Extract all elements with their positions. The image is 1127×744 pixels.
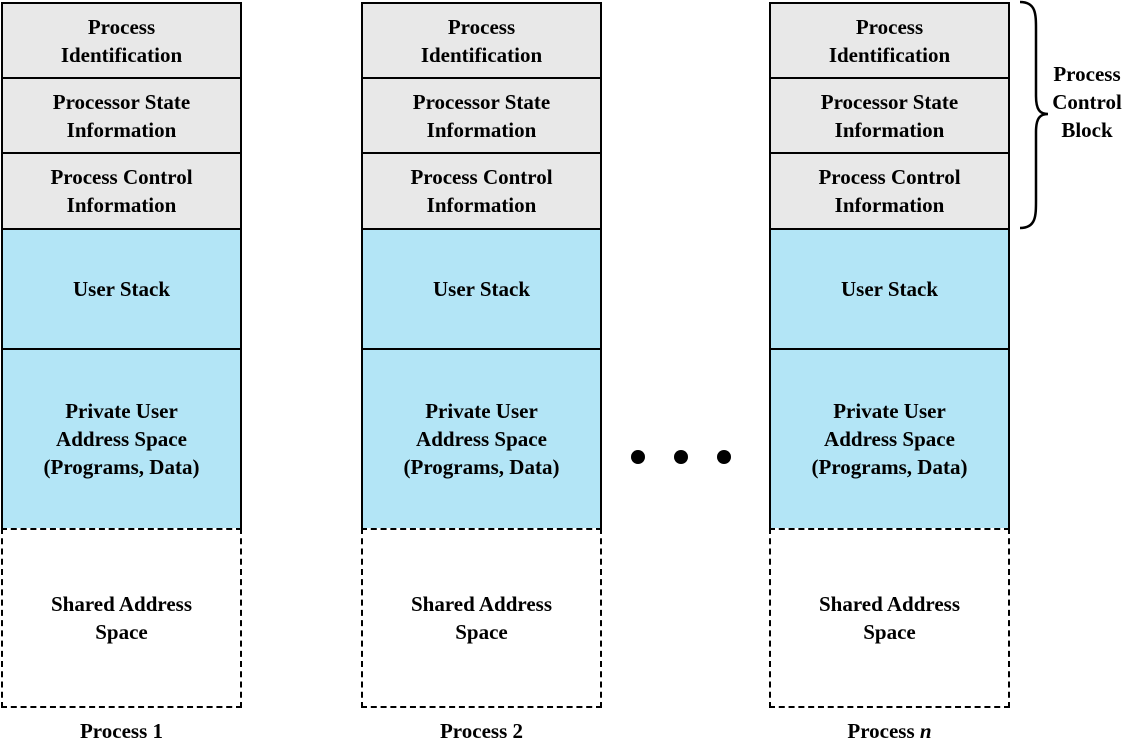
shared-address-space-block: Shared Address Space (1, 528, 242, 708)
process-identification-block: Process Identification (361, 2, 602, 79)
pcb-curly-brace (1019, 0, 1049, 230)
shared-address-space-block: Shared Address Space (769, 528, 1010, 708)
user-stack-block: User Stack (1, 228, 242, 350)
process-n-label: Process n (847, 719, 932, 743)
user-stack-block: User Stack (769, 228, 1010, 350)
process-control-info-block: Process Control Information (769, 152, 1010, 230)
ellipsis-dots (620, 446, 740, 468)
process-control-info-block: Process Control Information (361, 152, 602, 230)
user-stack-block: User Stack (361, 228, 602, 350)
ellipsis-dot (717, 450, 731, 464)
pcb-brace-label: Process Control Block (1052, 62, 1122, 142)
ellipsis-dot (674, 450, 688, 464)
private-address-space-block: Private User Address Space (Programs, Da… (769, 348, 1010, 530)
ellipsis-dot (631, 450, 645, 464)
processor-state-block: Processor State Information (769, 77, 1010, 154)
private-address-space-block: Private User Address Space (Programs, Da… (1, 348, 242, 530)
process-control-info-block: Process Control Information (1, 152, 242, 230)
process-identification-block: Process Identification (1, 2, 242, 79)
private-address-space-block: Private User Address Space (Programs, Da… (361, 348, 602, 530)
process-n-variable: n (919, 719, 932, 743)
process-1-label: Process 1 (79, 719, 163, 743)
process-identification-block: Process Identification (769, 2, 1010, 79)
shared-address-space-block: Shared Address Space (361, 528, 602, 708)
processor-state-block: Processor State Information (361, 77, 602, 154)
processor-state-block: Processor State Information (1, 77, 242, 154)
process-2-label: Process 2 (439, 719, 523, 743)
